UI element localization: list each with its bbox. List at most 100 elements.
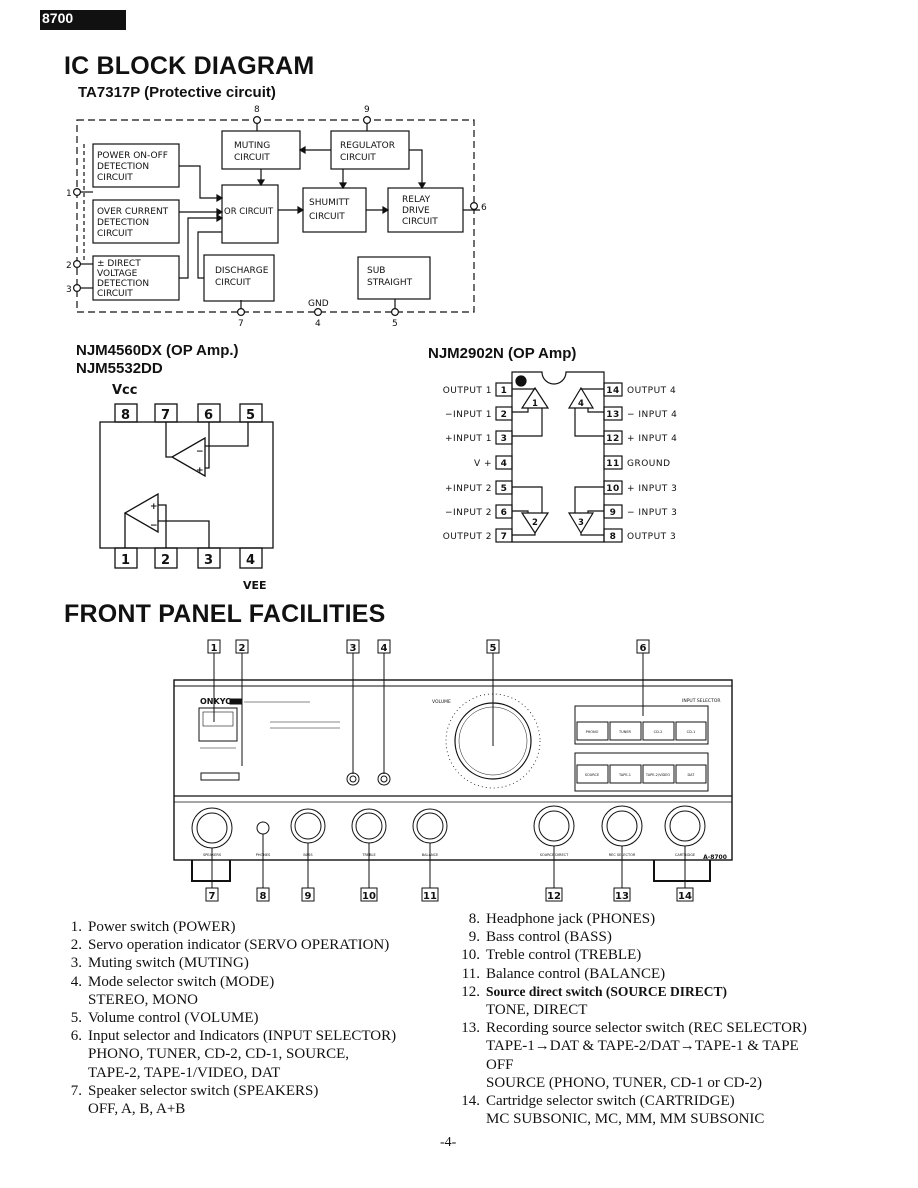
muting-switch[interactable] (346, 772, 360, 786)
pin-9-label: 9 (364, 105, 370, 115)
mode-switch[interactable] (377, 772, 391, 786)
callout-10-box (360, 887, 378, 902)
vee-label: VEE (243, 579, 267, 592)
button-tuner-label: TUNER (618, 730, 632, 734)
np-pin-8 (603, 528, 623, 543)
np-pin-7-num: 7 (501, 532, 508, 542)
button-source[interactable] (576, 764, 609, 784)
njm4560-pin-5 (239, 403, 263, 423)
list-item: 6.Input selector and Indicators (INPUT S… (70, 1028, 397, 1045)
np-pin-5-num: 5 (501, 484, 508, 494)
discharge-label-2: CIRCUIT (215, 278, 251, 288)
np-pin-9 (603, 504, 623, 519)
list-item: TONE, DIRECT (486, 1002, 588, 1019)
overcurrent-label-3: CIRCUIT (97, 229, 133, 239)
facilities-list-left: 1.Power switch (POWER) 2.Servo operation… (60, 918, 450, 1118)
button-tape1-label: TAPE-1 (618, 773, 631, 777)
button-tuner[interactable] (609, 721, 642, 741)
callout-14: 14 (678, 891, 692, 902)
callout-13-box (613, 887, 631, 902)
amp-1-label: 1 (532, 399, 538, 409)
callout-14-box (676, 887, 694, 902)
amp-2-label: 2 (532, 518, 538, 528)
relay-label-2: DRIVE (402, 206, 430, 216)
foot-right (653, 860, 711, 882)
rec-selector-knob[interactable] (601, 805, 643, 847)
njm2902-amp-4 (567, 386, 595, 409)
np-pin-10-num: 10 (606, 484, 620, 494)
power-label-3: CIRCUIT (97, 173, 133, 183)
list-item: 3.Muting switch (MUTING) (70, 955, 249, 972)
njm4560-pin-8-label: 8 (121, 408, 130, 423)
button-cd1[interactable] (675, 721, 707, 741)
np-left-label-6: −INPUT 2 (445, 508, 492, 518)
np-right-label-14: OUTPUT 4 (627, 386, 676, 396)
cartridge-knob[interactable] (664, 805, 706, 847)
callout-13: 13 (615, 891, 629, 902)
njm2902-title: NJM2902N (OP Amp) (428, 345, 577, 362)
callout-11: 11 (423, 891, 437, 902)
njm4560-title: NJM4560DX (OP Amp.) (76, 342, 239, 359)
bass-knob[interactable] (290, 808, 326, 844)
pin-4-label: 4 (315, 319, 321, 329)
shumitt-label-1: SHUMITT (309, 198, 350, 208)
or-circuit-block (221, 184, 279, 244)
speakers-knob[interactable] (191, 807, 233, 849)
servo-operation-indicator (200, 772, 240, 781)
pin-6-label: 6 (481, 203, 487, 213)
balance-knob[interactable] (412, 808, 448, 844)
np-pin-4-num: 4 (501, 459, 508, 469)
ta7317p-diagram: POWER ON-OFF DETECTION CIRCUIT OVER CURR… (66, 105, 487, 329)
np-pin-3 (495, 430, 513, 445)
list-item: SOURCE (PHONO, TUNER, CD-1 or CD-2) (486, 1074, 762, 1091)
np-pin-6-num: 6 (501, 508, 508, 518)
np-right-label-13: − INPUT 4 (627, 410, 677, 420)
button-tape2-video[interactable] (642, 764, 675, 784)
njm4560-pin-3-label: 3 (204, 553, 213, 568)
np-pin-3-num: 3 (501, 434, 508, 444)
regulator-label-2: CIRCUIT (340, 153, 376, 163)
callout-1: 1 (211, 643, 218, 654)
list-item: STEREO, MONO (88, 991, 199, 1008)
treble-knob[interactable] (351, 808, 387, 844)
power-switch[interactable] (198, 707, 238, 742)
njm2902-diagram: 1 4 2 3 OUTPUT 1 −INPUT 1 +INPUT 1 V + +… (443, 371, 677, 543)
pin-4-terminal (314, 308, 323, 317)
page-number: -4- (440, 1135, 457, 1150)
direct-label-1: ± DIRECT (97, 259, 141, 269)
front-panel-diagram: 1 2 3 4 5 6 ONKYO VOLUME INPUT (173, 639, 733, 902)
button-tape1[interactable] (609, 764, 642, 784)
njm4560-amp-b (170, 436, 206, 478)
njm4560-pin-8 (114, 403, 138, 423)
shumitt-circuit-block (302, 187, 367, 233)
amp-b-plus: + (196, 466, 204, 476)
volume-knob[interactable] (454, 702, 532, 780)
np-left-label-2: −INPUT 1 (445, 410, 492, 420)
source-direct-knob[interactable] (533, 805, 575, 847)
njm4560-pin-6-label: 6 (204, 408, 213, 423)
callout-7-box (205, 887, 219, 902)
sub-label-2: STRAIGHT (367, 278, 413, 288)
list-item: 9.Bass control (BASS) (468, 929, 612, 946)
model-label: A-8700 (703, 854, 727, 861)
np-left-label-1: OUTPUT 1 (443, 386, 492, 396)
list-item: 14.Cartridge selector switch (CARTRIDGE) (461, 1093, 735, 1110)
njm4560-body (99, 421, 274, 549)
np-pin-12-num: 12 (606, 434, 620, 444)
np-left-label-4: V + (474, 459, 492, 469)
button-cd2[interactable] (642, 721, 675, 741)
volume-label: VOLUME (432, 699, 451, 705)
njm4560-pin-4 (239, 547, 263, 569)
button-phono-label: PHONO (586, 730, 599, 734)
callout-4: 4 (381, 643, 388, 654)
callout-6: 6 (640, 643, 647, 654)
shumitt-label-2: CIRCUIT (309, 212, 345, 222)
callout-10: 10 (362, 891, 376, 902)
amp-4-label: 4 (578, 399, 584, 409)
button-dat[interactable] (675, 764, 707, 784)
pin-6-terminal (470, 201, 479, 210)
direct-label-3: DETECTION (97, 279, 149, 289)
button-phono[interactable] (576, 721, 609, 741)
phones-jack[interactable] (256, 821, 270, 835)
list-item: OFF (486, 1056, 514, 1073)
